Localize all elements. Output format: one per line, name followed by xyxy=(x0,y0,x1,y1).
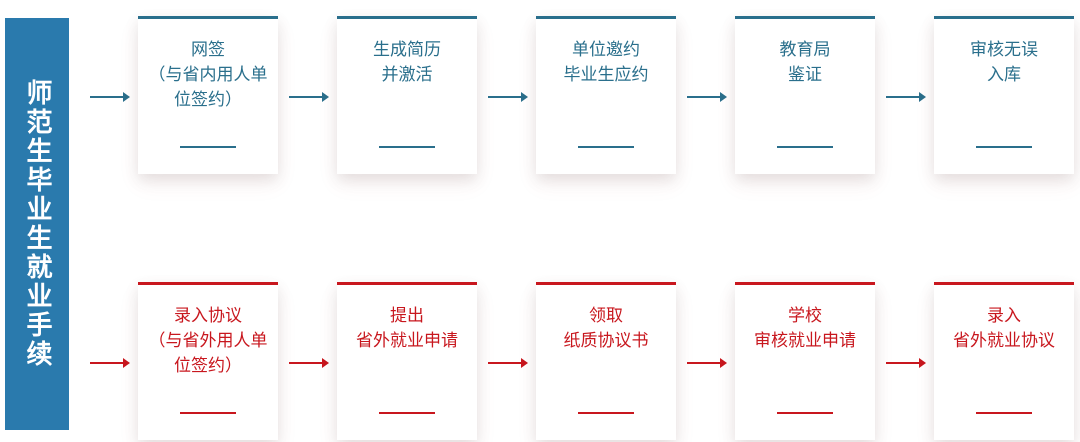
card-underline xyxy=(777,146,833,148)
card-underline xyxy=(379,412,435,414)
arrow-right-icon xyxy=(687,358,727,368)
card-top-bar xyxy=(735,282,875,285)
arrow-right-icon xyxy=(488,92,528,102)
process-step-card: 单位邀约 毕业生应约 xyxy=(536,16,676,174)
process-step-card: 审核无误 入库 xyxy=(934,16,1074,174)
step-label: 领取 纸质协议书 xyxy=(563,306,649,351)
bottom-process-row: 录入协议 （与省外用人单 位签约） 提出 省外就业申请 领取 纸质协议书 学校 … xyxy=(0,282,1080,442)
card-top-bar xyxy=(934,282,1074,285)
card-underline xyxy=(578,412,634,414)
process-step-card: 提出 省外就业申请 xyxy=(337,282,477,440)
card-top-bar xyxy=(934,16,1074,19)
card-top-bar xyxy=(138,282,278,285)
process-step-card: 教育局 鉴证 xyxy=(735,16,875,174)
arrow-right-icon xyxy=(289,358,329,368)
card-top-bar xyxy=(138,16,278,19)
card-underline xyxy=(578,146,634,148)
process-step-card: 领取 纸质协议书 xyxy=(536,282,676,440)
card-top-bar xyxy=(735,16,875,19)
step-label: 网签 （与省内用人单 位签约） xyxy=(148,40,268,110)
card-underline xyxy=(180,146,236,148)
arrow-right-icon xyxy=(886,358,926,368)
step-label: 提出 省外就业申请 xyxy=(356,306,458,351)
top-process-row: 网签 （与省内用人单 位签约） 生成简历 并激活 单位邀约 毕业生应约 教育局 … xyxy=(0,16,1080,176)
arrow-right-icon xyxy=(90,92,130,102)
step-label: 单位邀约 毕业生应约 xyxy=(563,40,649,85)
process-step-card: 网签 （与省内用人单 位签约） xyxy=(138,16,278,174)
card-top-bar xyxy=(536,282,676,285)
page-title: 师范生毕业生就业手续 xyxy=(22,79,52,369)
process-step-card: 生成简历 并激活 xyxy=(337,16,477,174)
card-underline xyxy=(976,412,1032,414)
card-underline xyxy=(180,412,236,414)
card-underline xyxy=(777,412,833,414)
step-label: 教育局 鉴证 xyxy=(779,40,831,85)
arrow-right-icon xyxy=(687,92,727,102)
process-step-card: 学校 审核就业申请 xyxy=(735,282,875,440)
step-label: 录入协议 （与省外用人单 位签约） xyxy=(148,306,268,376)
step-label: 学校 审核就业申请 xyxy=(754,306,856,351)
vertical-title-banner: 师范生毕业生就业手续 xyxy=(5,18,69,430)
step-label: 录入 省外就业协议 xyxy=(953,306,1055,351)
step-label: 审核无误 入库 xyxy=(970,40,1038,85)
arrow-right-icon xyxy=(289,92,329,102)
card-top-bar xyxy=(536,16,676,19)
arrow-right-icon xyxy=(886,92,926,102)
arrow-right-icon xyxy=(90,358,130,368)
process-step-card: 录入 省外就业协议 xyxy=(934,282,1074,440)
card-underline xyxy=(976,146,1032,148)
step-label: 生成简历 并激活 xyxy=(373,40,441,85)
card-top-bar xyxy=(337,282,477,285)
card-top-bar xyxy=(337,16,477,19)
card-underline xyxy=(379,146,435,148)
process-step-card: 录入协议 （与省外用人单 位签约） xyxy=(138,282,278,440)
arrow-right-icon xyxy=(488,358,528,368)
